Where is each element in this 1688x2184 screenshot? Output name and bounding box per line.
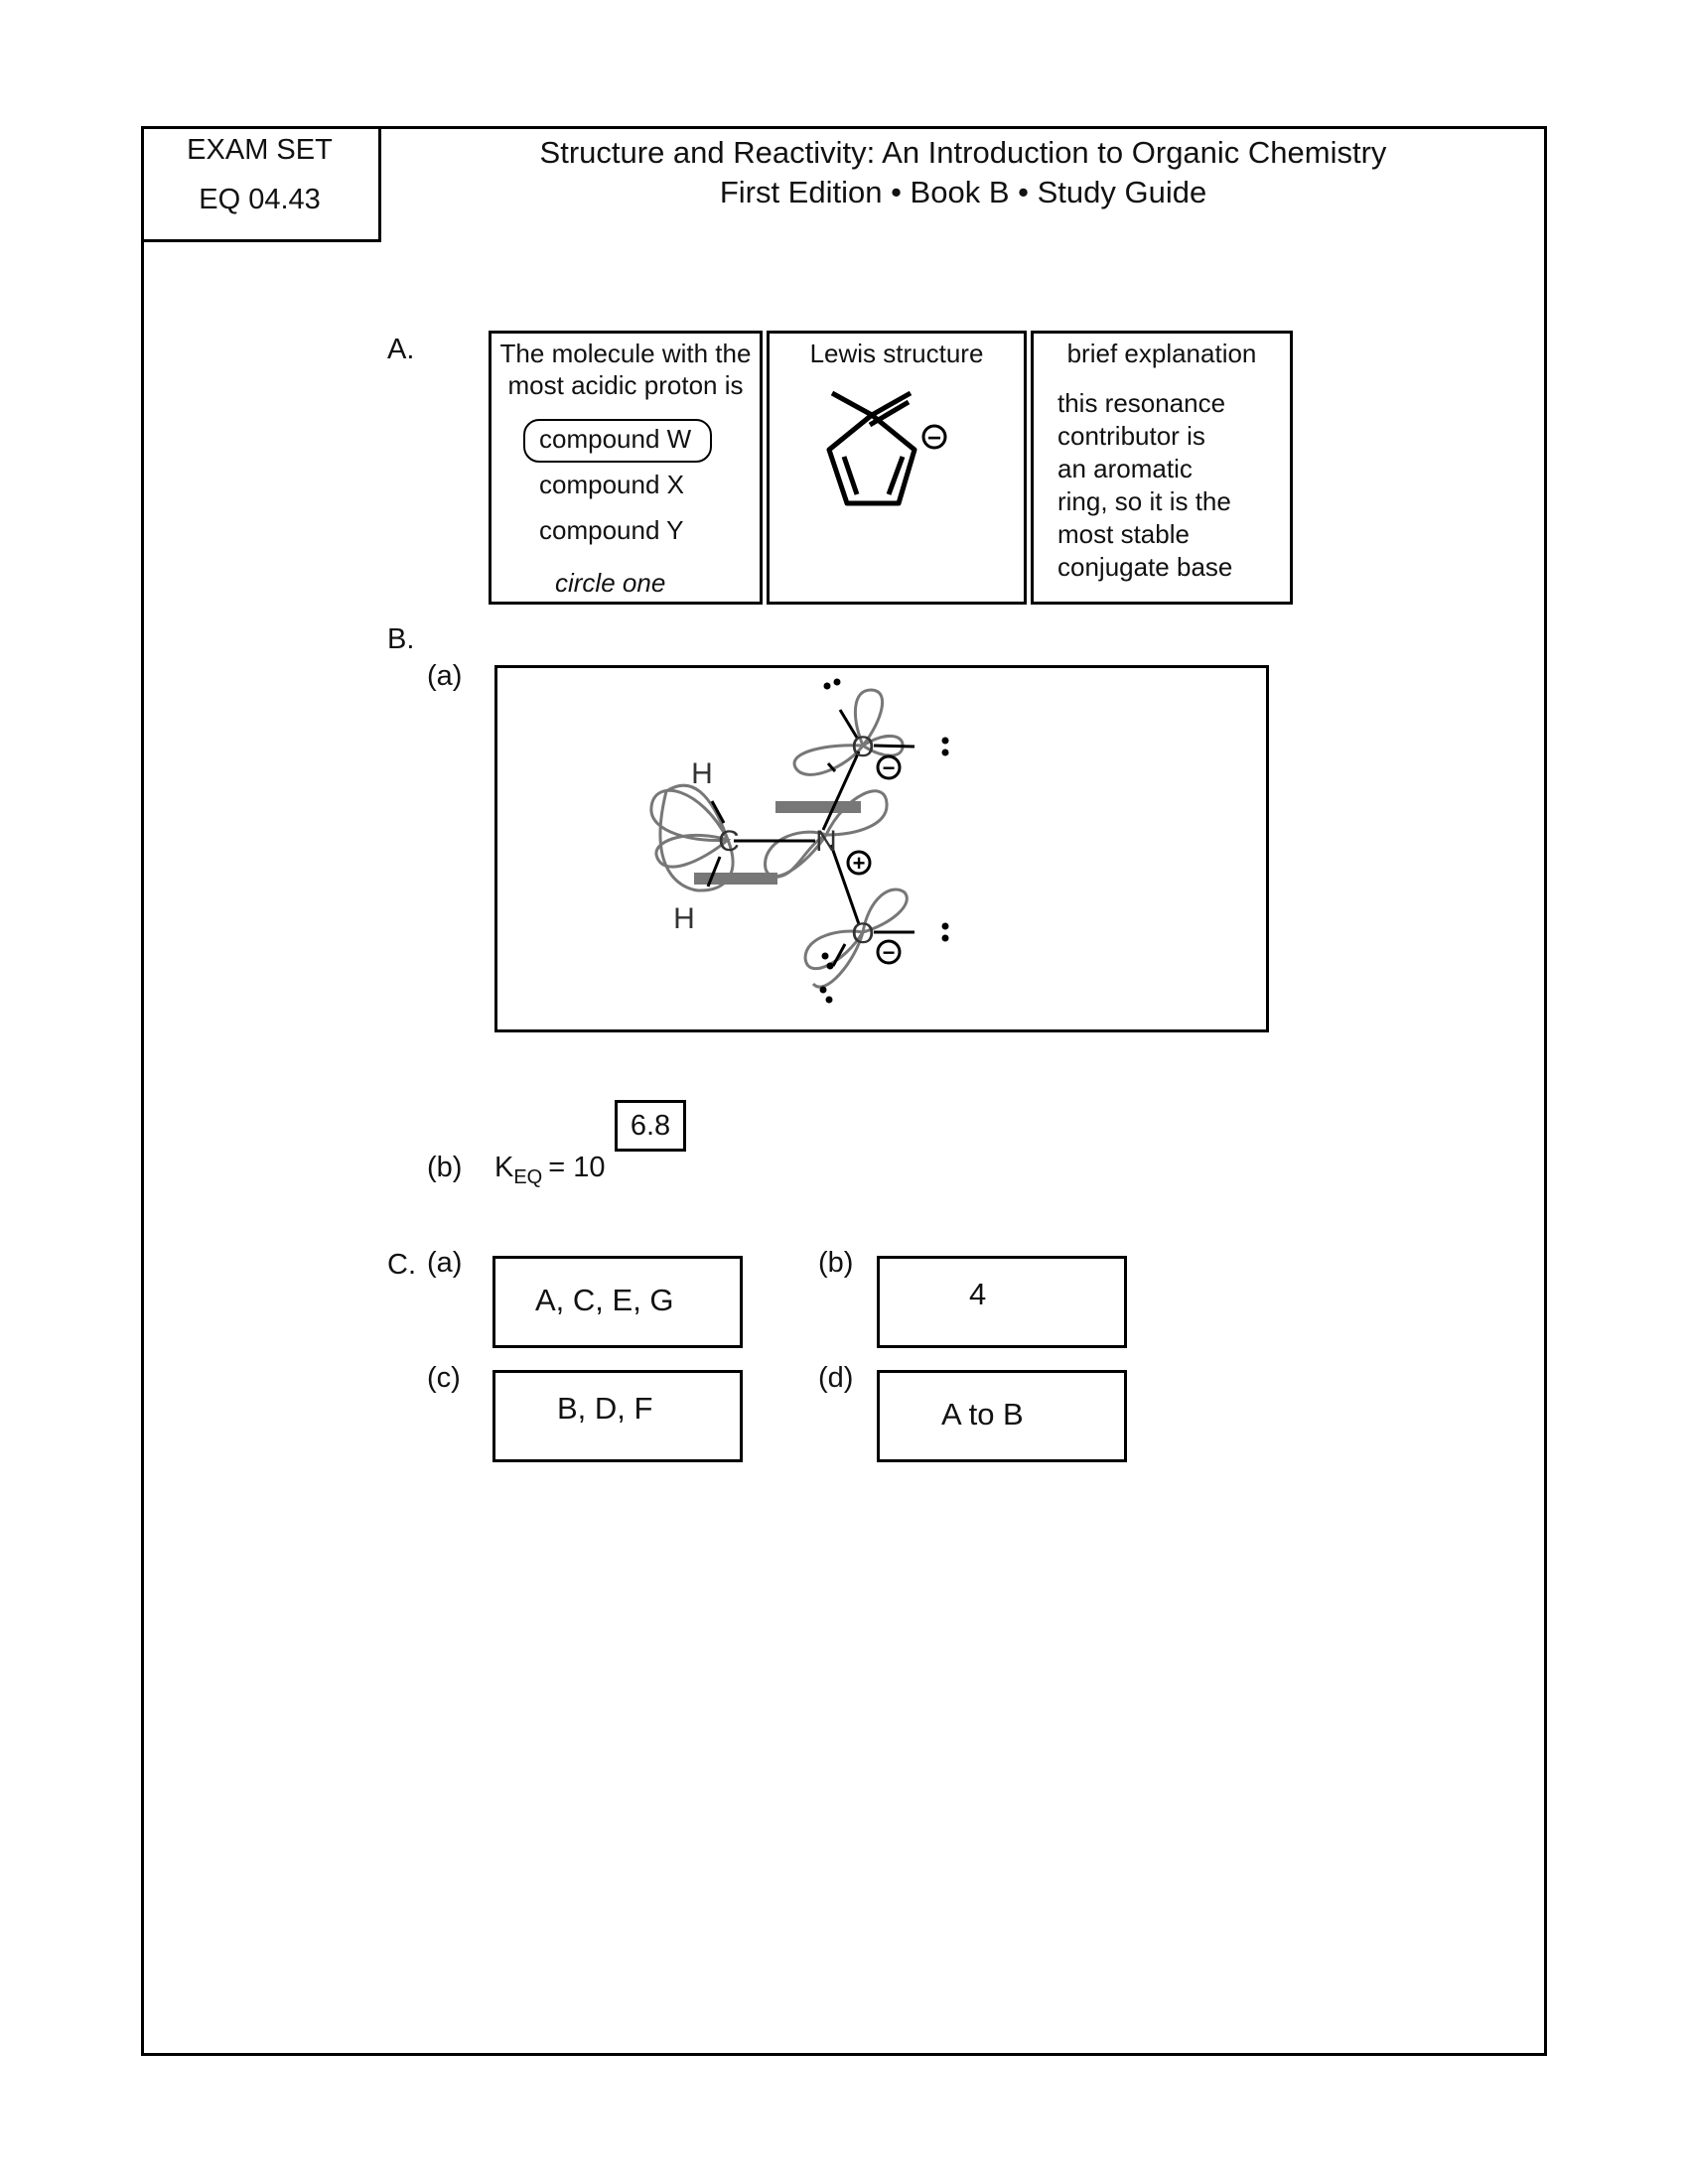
part-b-b-label: (b): [427, 1152, 463, 1183]
n-o-bond: [829, 844, 861, 925]
carbon-p-orbital-lobe: [665, 783, 730, 841]
part-c-label: C.: [387, 1249, 416, 1281]
lone-pair-dot: [825, 996, 833, 1004]
lone-pair-dot: [821, 952, 829, 960]
lone-pair-dot: [941, 749, 949, 756]
explanation-line: an aromatic: [1057, 454, 1193, 483]
page-frame: [141, 126, 1547, 2056]
oxygen-negative-charge: [876, 754, 902, 780]
vinylcyclopentadienide-structure: −: [826, 390, 947, 506]
upper-oxygen-p-orbital-lobe: [792, 744, 866, 776]
lower-oxygen-p-orbital-lobe: [803, 929, 866, 971]
cyclopentadienyl-ring: [826, 412, 917, 506]
explanation-box: brief explanation this resonance contrib…: [1031, 331, 1293, 605]
nitronate-orbital-diagram: H C N H O O − + −: [649, 678, 949, 1004]
lone-pair-dot: [823, 682, 831, 690]
part-c-b-label: (b): [818, 1247, 854, 1279]
part-b-a-label: (a): [427, 660, 463, 692]
lone-pair-dot: [941, 922, 949, 930]
nitrogen-atom-label: N: [815, 825, 837, 858]
ring-double-bond-right: [886, 456, 906, 495]
option-compound-w[interactable]: compound W: [539, 424, 692, 454]
explanation-line: ring, so it is the: [1057, 486, 1231, 516]
part-c-a-label: (a): [427, 1247, 463, 1279]
book-title: Structure and Reactivity: An Introductio…: [539, 135, 1387, 170]
answer-box-b: 4: [877, 1256, 1127, 1348]
acidic-prompt-line1: The molecule with the: [499, 339, 752, 368]
explanation-line: this resonance: [1057, 388, 1226, 418]
keq-exponent-box: 6.8: [615, 1100, 686, 1152]
circle-one-instruction: circle one: [555, 568, 666, 598]
answer-box-a: A, C, E, G: [492, 1256, 743, 1348]
orbital-diagram-box: H C N H O O − + −: [494, 665, 1269, 1032]
nitrogen-p-orbital-lobe: [770, 833, 827, 879]
lone-pair-dot: [941, 934, 949, 942]
oxygen-lone-pair-line: [838, 709, 859, 739]
option-compound-y[interactable]: compound Y: [539, 515, 684, 545]
c-h-bond: [706, 856, 722, 887]
oxygen-atom-label: O: [851, 917, 874, 950]
carbon-p-orbital-lobe: [654, 833, 732, 869]
ring-double-bond-left: [841, 456, 860, 495]
selected-answer-circle: [523, 419, 712, 463]
hydrogen-atom-label: H: [673, 902, 695, 935]
acidic-proton-box: The molecule with the most acidic proton…: [489, 331, 763, 605]
oxygen-lone-pair-line: [826, 762, 837, 772]
n-o-bond: [821, 751, 861, 831]
carbon-p-orbital-lobe: [649, 788, 731, 842]
part-c-c-label: (c): [427, 1362, 461, 1394]
part-c-d-label: (d): [818, 1362, 854, 1394]
answer-d-value: A to B: [941, 1397, 1024, 1432]
c-h-bond: [710, 800, 726, 824]
charge-sign: −: [883, 755, 896, 780]
negative-charge-sign: −: [927, 425, 941, 452]
answer-box-d: A to B: [877, 1370, 1127, 1462]
keq-subscript: EQ: [513, 1165, 543, 1188]
part-a-label: A.: [387, 334, 415, 365]
keq-expression: KEQ= 10: [494, 1152, 606, 1189]
answer-b-value: 4: [969, 1277, 987, 1311]
hydrogen-atom-label: H: [691, 757, 713, 790]
keq-equals: = 10: [548, 1152, 606, 1183]
carbon-atom-label: C: [718, 825, 740, 858]
oxygen-negative-charge: [876, 939, 902, 965]
carbon-p-orbital-lobe: [658, 790, 735, 892]
part-b-label: B.: [387, 623, 415, 655]
charge-sign: −: [883, 940, 896, 965]
exam-set-label: EXAM SET: [187, 134, 333, 166]
oxygen-atom-label: O: [851, 731, 874, 763]
lower-oxygen-p-orbital-lobe: [861, 887, 909, 935]
acidic-prompt-line2: most acidic proton is: [507, 370, 744, 400]
explanation-line: contributor is: [1057, 421, 1205, 451]
book-subtitle: First Edition • Book B • Study Guide: [719, 175, 1207, 209]
lone-pair-dot: [826, 962, 834, 970]
lone-pair-dot: [819, 986, 827, 994]
lewis-structure-heading: Lewis structure: [809, 339, 984, 368]
exam-set-box: EXAM SET EQ 04.43: [141, 126, 381, 242]
option-compound-x[interactable]: compound X: [539, 470, 684, 499]
negative-charge-circle: [921, 424, 947, 450]
upper-oxygen-p-orbital-lobe: [853, 688, 885, 750]
nitrogen-positive-charge: [846, 850, 872, 876]
answer-c-value: B, D, F: [557, 1391, 653, 1426]
oxygen-lone-pair-line: [873, 744, 915, 749]
explanation-heading: brief explanation: [1066, 339, 1257, 368]
oxygen-lone-pair-line: [831, 943, 847, 967]
vinyl-bond: [830, 390, 913, 418]
lone-pair-dot: [833, 678, 841, 686]
lower-oxygen-p-orbital-lobe: [811, 931, 865, 989]
exam-set-code: EQ 04.43: [199, 184, 321, 215]
lone-pair-dot: [941, 737, 949, 745]
keq-symbol: K: [494, 1152, 514, 1183]
explanation-line: conjugate base: [1057, 552, 1233, 582]
nitrogen-p-orbital-lobe: [764, 830, 829, 879]
lewis-structure-box: Lewis structure −: [767, 331, 1027, 605]
answer-a-value: A, C, E, G: [535, 1283, 674, 1317]
answer-box-c: B, D, F: [492, 1370, 743, 1462]
explanation-line: most stable: [1057, 519, 1190, 549]
charge-sign: +: [853, 851, 866, 876]
